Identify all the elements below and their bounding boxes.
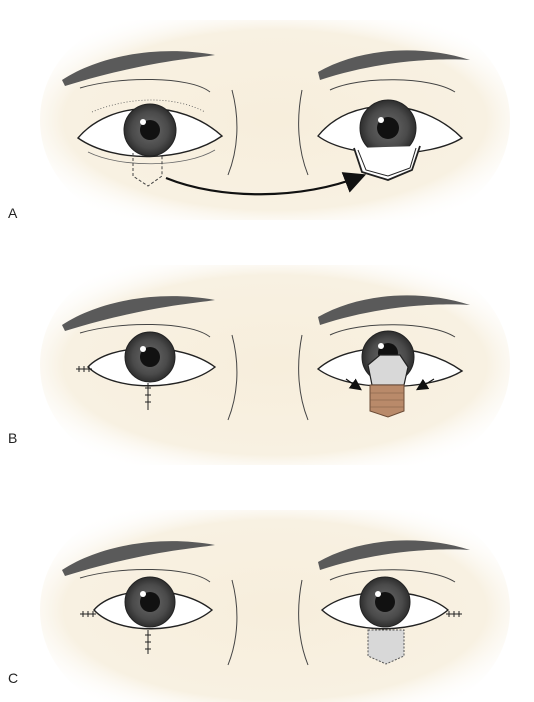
- right-brow: [318, 50, 470, 80]
- panel-label-a: A: [8, 205, 18, 221]
- panel-a: [40, 20, 510, 220]
- left-brow: [62, 51, 215, 86]
- panel-b: [40, 265, 510, 465]
- muscle-segment: [369, 384, 405, 418]
- panel-label-b: B: [8, 430, 18, 446]
- panel-label-c: C: [8, 670, 19, 686]
- graft-flap: [367, 354, 409, 386]
- left-eye-icon: [79, 569, 214, 654]
- donor-flap-outline: [132, 153, 163, 187]
- right-eye-icon: [317, 79, 464, 181]
- suture-icon: [145, 630, 151, 654]
- arrow-icon: [415, 378, 435, 391]
- left-eye-icon: [76, 324, 217, 410]
- healed-graft: [367, 629, 405, 665]
- right-eye-icon: [320, 569, 462, 665]
- left-eye-icon: [76, 79, 224, 187]
- suture-icon: [80, 611, 96, 617]
- arrow-icon: [345, 378, 362, 391]
- right-eye-icon: [316, 324, 464, 418]
- suture-icon: [76, 366, 92, 372]
- suture-icon: [446, 611, 462, 617]
- transfer-arrow-icon: [165, 172, 367, 196]
- suture-icon: [145, 383, 151, 410]
- panel-c: [40, 510, 510, 702]
